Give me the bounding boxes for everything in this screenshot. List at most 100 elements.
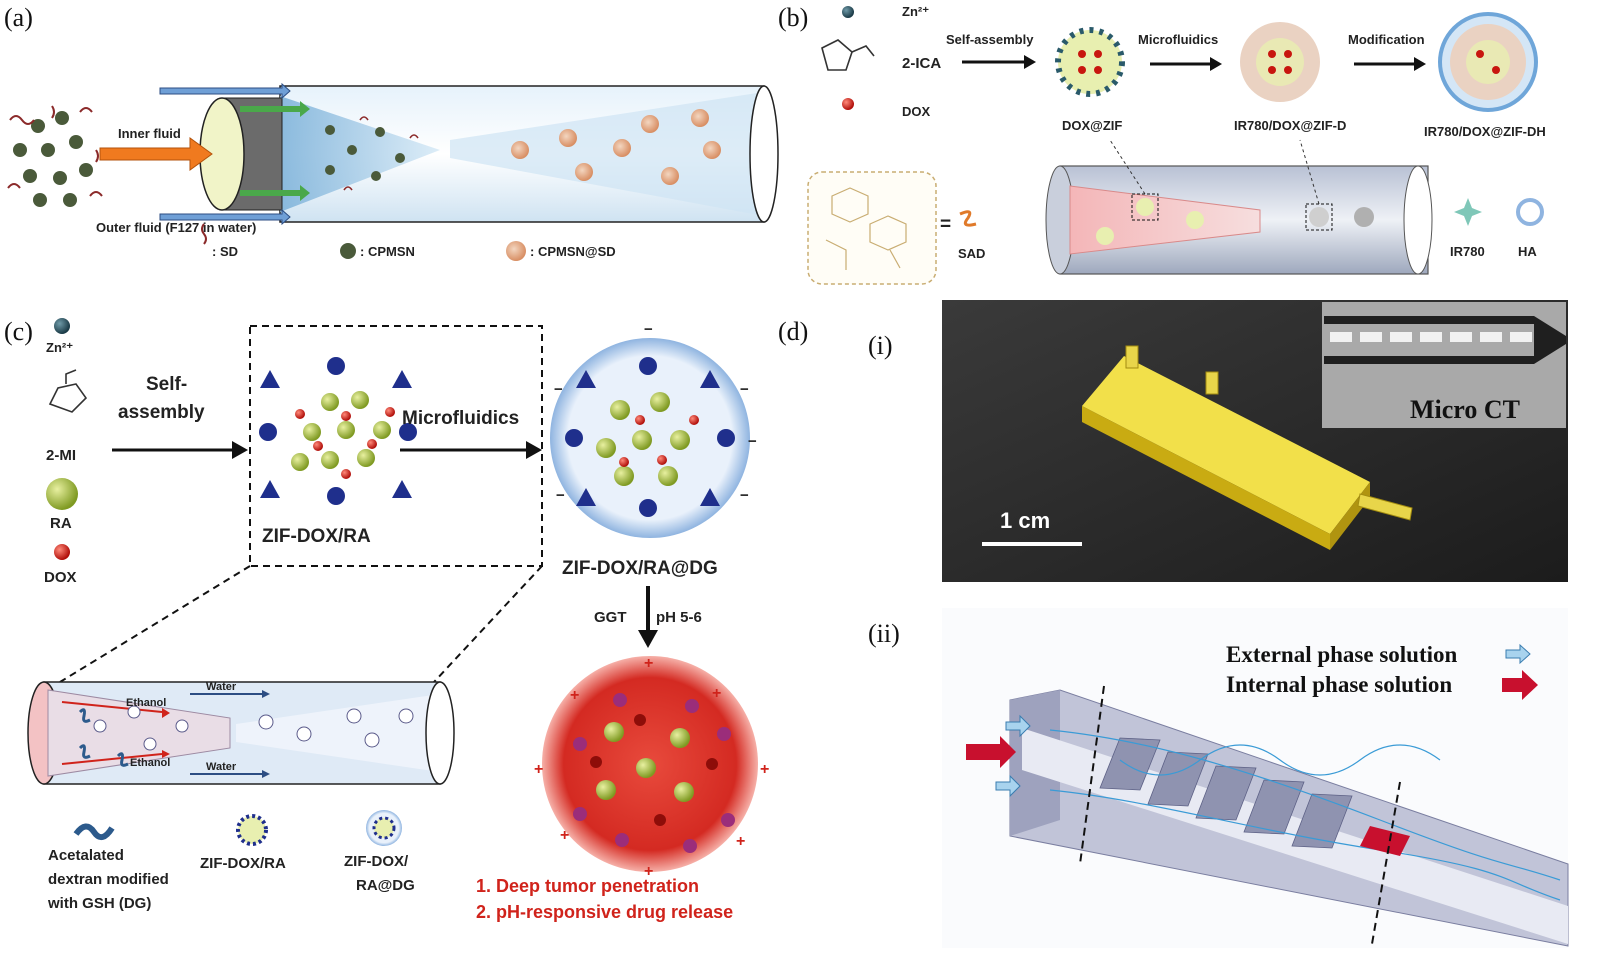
tumor-penetration-particle: +++ +++ ++ (534, 655, 769, 880)
internal-phase-arrow-icon (1502, 670, 1538, 700)
svg-text:−: − (748, 433, 757, 450)
svg-text:+: + (644, 655, 653, 672)
svg-text:−: − (554, 381, 563, 398)
c-legend-zif: ZIF-DOX/RA (200, 855, 286, 872)
c-outcome-1: 1. Deep tumor penetration (476, 876, 699, 896)
c-product-zif-dox-ra-dg: ZIF-DOX/RA@DG (562, 558, 718, 579)
mi-structure-icon (48, 369, 88, 413)
ir780-dox-zif-d-particle (1240, 22, 1320, 102)
b-step-microfluidics: Microfluidics (1138, 32, 1218, 47)
panel-d-tag: (d) (778, 317, 808, 346)
c-trigger-ph: pH 5-6 (656, 609, 702, 626)
outer-flow-arrows (159, 82, 310, 226)
b-step-modification: Modification (1348, 32, 1425, 47)
yellow-chip (1082, 345, 1413, 550)
cpmsn-sd-droplets (511, 109, 721, 185)
c-water-top: Water (206, 681, 237, 693)
legend-sd: : SD (212, 244, 238, 259)
svg-text:+: + (534, 761, 543, 778)
inner-fluid-label: Inner fluid (118, 126, 181, 141)
c-legend-dg-2: dextran modified (48, 871, 169, 888)
c-zn-icon (54, 318, 70, 334)
c-product-zif-dox-ra: ZIF-DOX/RA (262, 526, 371, 547)
b-product-dox-zif: DOX@ZIF (1062, 118, 1122, 133)
c-step-self: Self- (146, 374, 187, 395)
internal-phase-label: Internal phase solution (1226, 672, 1452, 697)
panel-b-tag: (b) (778, 3, 808, 32)
svg-text:−: − (740, 381, 749, 398)
panel-a: (a) (4, 3, 779, 261)
b-reagent-zn: Zn²⁺ (902, 4, 929, 19)
svg-text:−: − (644, 321, 653, 338)
ica-structure-icon (821, 39, 875, 71)
c-outcome-2: 2. pH-responsive drug release (476, 902, 733, 922)
svg-text:−: − (556, 487, 565, 504)
b-reagent-ica: 2-ICA (902, 55, 941, 72)
sd-icon (201, 223, 207, 245)
panel-a-tag: (a) (4, 3, 33, 32)
panel-d-sub-ii: (ii) (868, 619, 900, 648)
svg-text:+: + (644, 863, 653, 880)
ir780-icon (1454, 198, 1482, 226)
sad-structure-icon (825, 187, 907, 270)
b-product-ir780-dox-zif-dh: IR780/DOX@ZIF-DH (1424, 124, 1546, 139)
dox-zif-particle (1055, 27, 1125, 97)
panel-d-sub-i: (i) (868, 331, 893, 360)
b-step-self-assembly: Self-assembly (946, 32, 1034, 47)
ir780-dox-zif-dh-particle (1438, 12, 1538, 112)
c-capillary-device (27, 681, 455, 785)
sad-icon (959, 210, 977, 227)
c-dox-icon (54, 544, 70, 560)
c-water-bottom: Water (206, 761, 237, 773)
panel-b: (b) Zn²⁺ 2-ICA DOX Self-assembly Microfl… (778, 3, 1546, 285)
panel-c-tag: (c) (4, 317, 33, 346)
c-step-microfluidics: Microfluidics (402, 408, 519, 429)
sad-structure-box (807, 171, 937, 285)
svg-text:−: − (740, 487, 749, 504)
ra-icon (46, 478, 78, 510)
ha-icon (1516, 198, 1544, 226)
b-ir780-label: IR780 (1450, 244, 1485, 259)
zif-dox-ra-particle (259, 357, 417, 505)
svg-text:+: + (712, 685, 721, 702)
b-sad-label: SAD (958, 246, 985, 261)
c-reagent-dox: DOX (44, 569, 77, 586)
cpmsn-icon (340, 243, 356, 259)
c-ethanol-top: Ethanol (126, 697, 166, 709)
c-legend-dg-1: Acetalated (48, 847, 124, 864)
b-ha-label: HA (1518, 244, 1537, 259)
dox-icon (842, 98, 854, 110)
svg-text:+: + (736, 833, 745, 850)
b-product-ir780-dox-zif-d: IR780/DOX@ZIF-D (1234, 118, 1346, 133)
panel-c: (c) Zn²⁺ 2-MI RA DOX Self- assembly (4, 317, 769, 922)
dg-icon (73, 823, 115, 841)
micro-ct-label: Micro CT (1410, 395, 1520, 424)
panel-d: (d) (i) 1 cm Micro CT (ii) (778, 300, 1569, 948)
svg-text:+: + (560, 827, 569, 844)
c-trigger-ggt: GGT (594, 609, 627, 626)
inner-flow-arrow (99, 137, 213, 171)
zif-dox-ra-zoom-box (249, 325, 543, 567)
c-reagent-2mi: 2-MI (46, 447, 76, 464)
svg-text:+: + (760, 761, 769, 778)
c-ethanol-bottom: Ethanol (130, 757, 170, 769)
helical-mixer-device (966, 685, 1569, 947)
c-legend-dg-3: with GSH (DG) (47, 895, 151, 912)
cpmsn-sd-icon (506, 241, 526, 261)
c-step-assembly: assembly (118, 402, 205, 423)
cpmsn-in-flow (325, 116, 419, 191)
scale-label: 1 cm (1000, 508, 1050, 533)
c-reagent-ra: RA (50, 515, 72, 532)
sd-cpmsn-cluster (7, 105, 103, 207)
c-reagent-zn: Zn²⁺ (46, 340, 73, 355)
outer-fluid-label: Outer fluid (F127 in water) (96, 220, 256, 235)
external-phase-arrow-icon (1505, 643, 1531, 665)
b-capillary-device (1045, 139, 1433, 275)
zif-dox-ra-legend-icon (236, 814, 268, 846)
legend-cpmsn: : CPMSN (360, 244, 415, 259)
c-legend-zifdg-1: ZIF-DOX/ (344, 853, 409, 870)
legend-cpmsn-sd: : CPMSN@SD (530, 244, 616, 259)
b-reagent-dox: DOX (902, 104, 931, 119)
equals-sign: = (940, 214, 951, 235)
